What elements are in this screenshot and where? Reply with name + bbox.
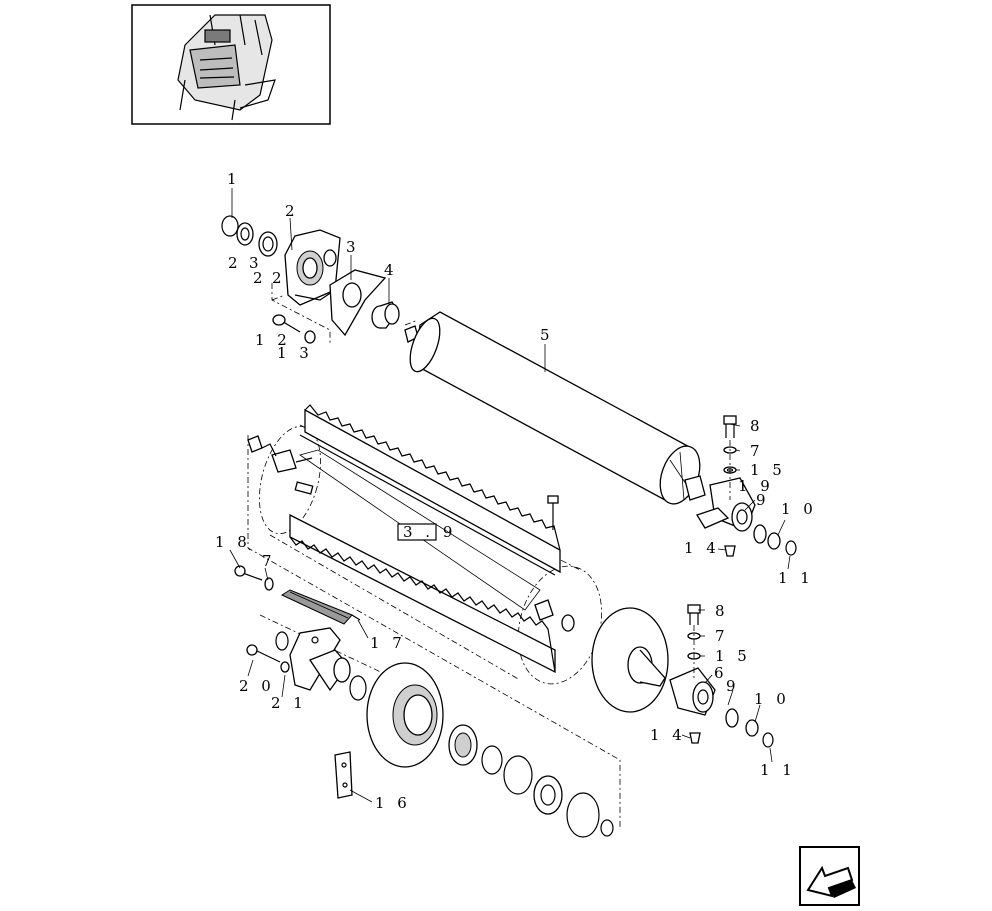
callouts: 1 2 2 3 2 2 3 4 5 1 2 1 3 8 7 1 5 1 9 9 … [215,170,817,812]
callout-19: 1 9 [738,477,774,495]
callout-21: 2 1 [271,694,307,712]
arrow-icon [806,865,856,898]
right-lower-hardware [591,604,774,748]
snap-ring-1 [221,215,239,237]
knurled-roller [280,589,353,625]
callout-20: 2 0 [239,677,275,695]
back-arrow-button[interactable] [799,846,860,906]
callout-2-top: 2 [285,202,299,220]
callout-14a: 1 4 [684,539,720,557]
callout-2b: 2 [253,269,267,287]
callout-10b: 1 0 [754,690,790,708]
leader-lines [229,188,791,803]
callout-4: 4 [384,261,398,279]
callout-9b: 9 [726,677,740,695]
callout-8a: 8 [750,417,764,435]
callout-15a: 1 5 [750,461,786,479]
callout-9a: 9 [756,491,770,509]
left-hardware [234,435,621,838]
callout-3-top: 3 [346,238,360,256]
callout-15b: 1 5 [715,647,751,665]
callout-5: 5 [540,326,554,344]
callout-18: 1 8 [215,533,251,551]
callout-16: 1 6 [375,794,411,812]
callout-2a: 2 [228,254,242,272]
callout-11a: 1 1 [778,569,814,587]
callout-10a: 1 0 [781,500,817,518]
rotor-assembly: 3 . 9 [247,404,603,685]
callout-1: 1 [227,170,241,188]
callout-8b: 8 [715,602,729,620]
ref-box-label: 3 . 9 [403,523,456,541]
callout-2b2: 2 [272,269,286,287]
callout-6: 6 [714,664,728,682]
callout-7a: 7 [750,442,764,460]
upper-bearing-group [221,215,400,344]
ref-box [397,523,437,541]
callout-7c: 7 [715,627,729,645]
callout-7b: 7 [262,552,276,570]
callout-13: 1 3 [277,344,313,362]
callout-11b: 1 1 [760,761,796,779]
machine-thumbnail [131,4,331,125]
main-roller [404,311,797,557]
callout-14b: 1 4 [650,726,686,744]
callout-17: 1 7 [370,634,406,652]
callout-12: 1 2 [255,331,291,349]
callout-3a: 3 [249,254,263,272]
